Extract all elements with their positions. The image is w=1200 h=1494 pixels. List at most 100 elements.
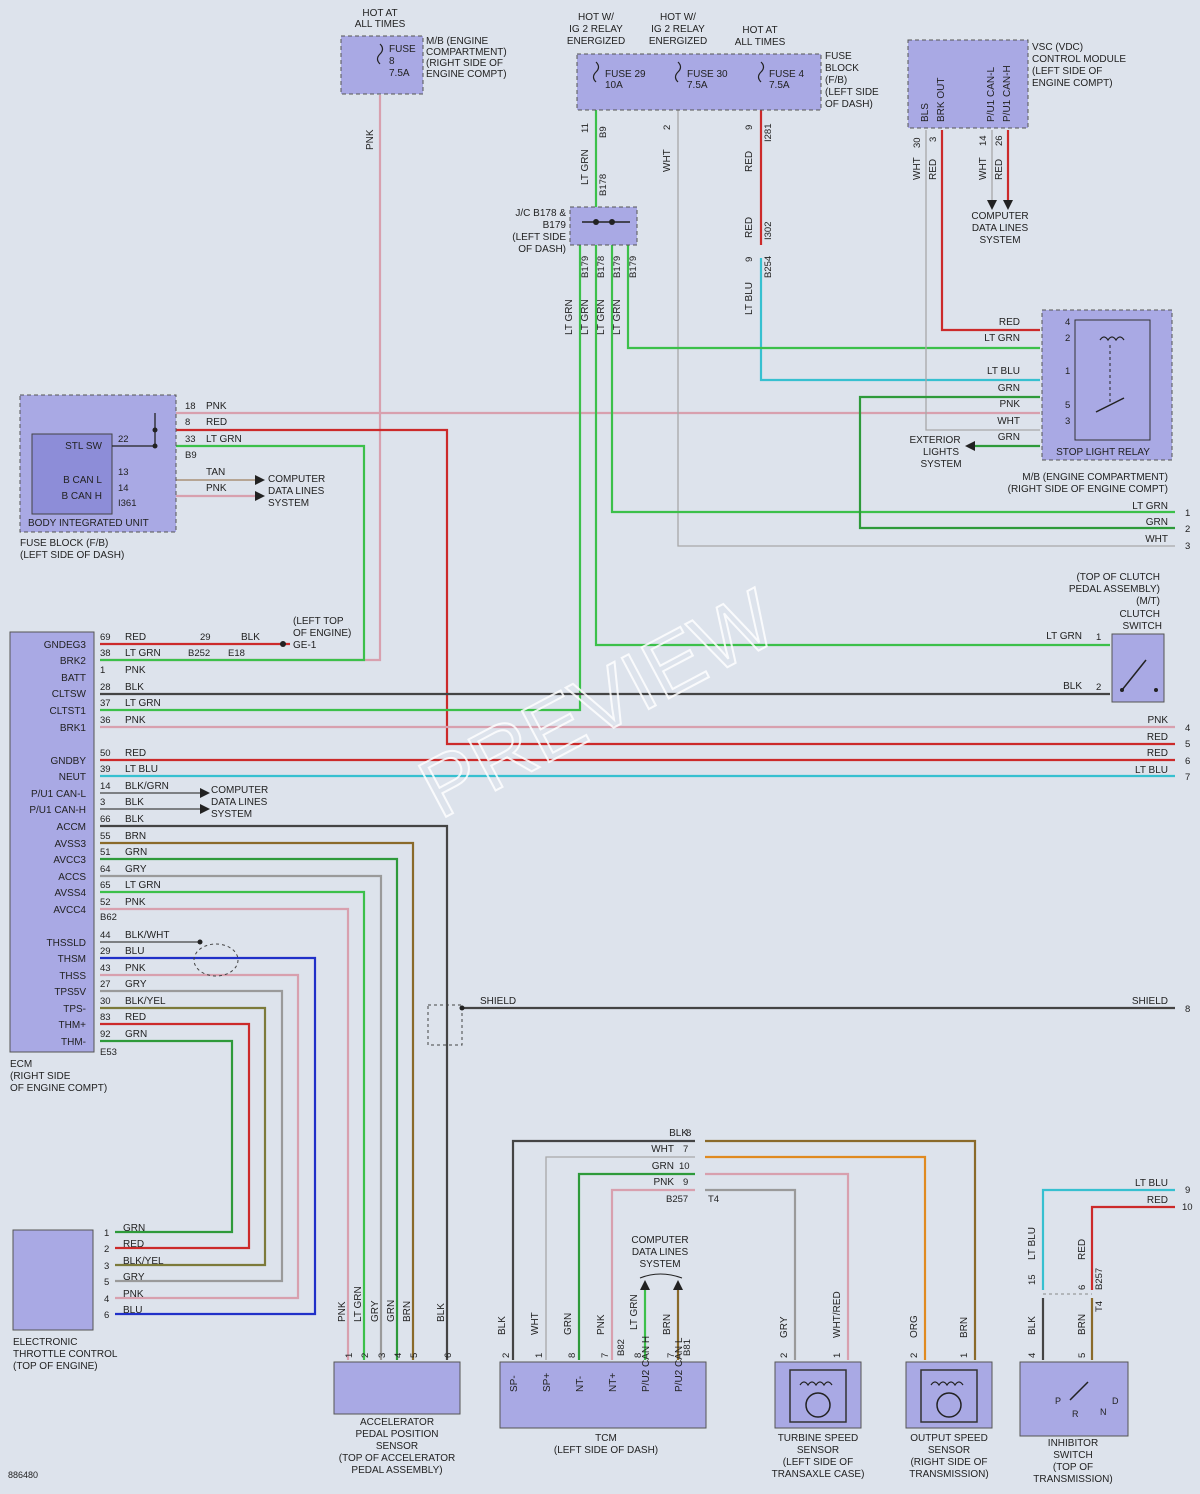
exterior-3: SYSTEM	[920, 459, 961, 470]
fb-conn-i281: I281	[763, 124, 774, 143]
vsc-pin-canl: P/U1 CAN-L	[986, 67, 997, 122]
inh-pin-5: 5	[1077, 1353, 1088, 1358]
clutch-desc-4: CLUTCH	[1119, 609, 1160, 620]
output-desc-2: SENSOR	[928, 1445, 970, 1456]
fb-desc-2: BLOCK	[825, 63, 859, 74]
ecm-pin-number: 52	[100, 897, 111, 908]
wire-red-ecm83	[100, 1022, 251, 1250]
wire-whtred-tcm-out	[705, 1172, 850, 1360]
edge-num-10: 10	[1182, 1202, 1193, 1213]
edge-num-1: 1	[1185, 508, 1190, 519]
output-wire-brn: BRN	[959, 1317, 970, 1338]
edge-wire-9: LT BLU	[1135, 1178, 1168, 1189]
bcm-arrow-1	[255, 475, 265, 485]
ecm-pin-name: AVCC4	[53, 905, 86, 916]
ecm-pin-number: 92	[100, 1029, 111, 1040]
inh-wire-red: RED	[1077, 1239, 1088, 1260]
inh-desc-3: (TOP OF	[1053, 1462, 1093, 1473]
ecm-pin-number: 55	[100, 831, 111, 842]
etc-pin-number: 1	[104, 1228, 109, 1239]
ecm-pin-wire: PNK	[125, 963, 146, 974]
wire-gry-ecm27	[100, 989, 284, 1283]
relay-wire-red: RED	[999, 317, 1020, 328]
wire-pnk-ecm43	[100, 973, 300, 1300]
relay-pin-1: 1	[1065, 366, 1070, 377]
fb-wire-red: RED	[744, 151, 755, 172]
fb-conn-i302: I302	[763, 222, 774, 241]
inh-wire-brn: BRN	[1077, 1314, 1088, 1335]
ecm-pin-name: GNDBY	[50, 756, 86, 767]
ecm-pin-name: GNDEG3	[44, 640, 87, 651]
mb-fuse-label-2: 8	[389, 56, 395, 67]
wires	[100, 95, 1175, 1360]
turbine-wire-gry: GRY	[779, 1316, 790, 1338]
ecm-wire-blk: BLK	[241, 632, 260, 643]
wire-gry-ecm64	[100, 874, 383, 1360]
wire-grn-ecm51	[100, 857, 399, 1360]
relay-wire-ltgrn: LT GRN	[984, 333, 1020, 344]
fb-wire-red-2: RED	[744, 217, 755, 238]
vsc-desc-1: VSC (VDC)	[1032, 42, 1083, 53]
ecm-desc-2: (RIGHT SIDE	[10, 1071, 71, 1082]
ecm-pin-number: 28	[100, 682, 111, 693]
etc-pin-wire: PNK	[123, 1289, 144, 1300]
wire-pnk-ecm52	[100, 907, 350, 1360]
jc-desc-4: OF DASH)	[518, 244, 566, 255]
ecm-pin-number: 83	[100, 1012, 111, 1023]
fb-pin-9: 9	[744, 125, 755, 130]
tcm-pin-name: NT-	[575, 1376, 586, 1392]
tcm-conn-b81: B81	[682, 1339, 693, 1356]
ecm-pin-list: GNDEG3BRK2BATTCLTSWCLTST1BRK1GNDBYNEUTP/…	[29, 632, 169, 1048]
ecm-pin-name: P/U1 CAN-L	[31, 789, 86, 800]
ecm-pin-number: 43	[100, 963, 111, 974]
ecm-pin-name: P/U1 CAN-H	[29, 805, 86, 816]
fb-wire-ltgrn: LT GRN	[580, 149, 591, 185]
ecm-pin-number: 51	[100, 847, 111, 858]
fb-desc-4: (LEFT SIDE	[825, 87, 879, 98]
apps-pin-wire: BRN	[402, 1301, 413, 1322]
etc-desc-3: (TOP OF ENGINE)	[13, 1361, 98, 1372]
ecm: GNDEG3BRK2BATTCLTSWCLTST1BRK1GNDBYNEUTP/…	[9, 616, 516, 1094]
inh-desc-2: SWITCH	[1053, 1450, 1092, 1461]
turbine-pin-1: 1	[832, 1353, 843, 1358]
ecm-pin-name: NEUT	[59, 772, 86, 783]
turbine-pin-2: 2	[779, 1353, 790, 1358]
wire-ltgrn-jc1	[100, 245, 582, 712]
output-desc-4: TRANSMISSION)	[909, 1469, 988, 1480]
edge-num-2: 2	[1185, 524, 1190, 535]
clutch-desc-5: SWITCH	[1123, 621, 1162, 632]
ecm-pin-wire: LT GRN	[125, 648, 161, 659]
ecm-cdls-2: DATA LINES	[211, 797, 268, 808]
ecm-cdls-3: SYSTEM	[211, 809, 252, 820]
jc-wire-3: LT GRN	[596, 299, 607, 335]
tcm-wire-pnk: PNK	[596, 1314, 607, 1335]
wire-red-inh	[1090, 1205, 1175, 1290]
apps-pin-number: 2	[360, 1353, 371, 1358]
ecm-pin-wire: BLU	[125, 946, 144, 957]
wire-pnk-mb-fuse	[100, 95, 382, 662]
apps-pin-number: 1	[344, 1353, 355, 1358]
junction-connector: J/C B178 & B179 (LEFT SIDE OF DASH) B179…	[512, 206, 639, 335]
ground-desc-1: (LEFT TOP	[293, 616, 344, 627]
ecm-pin-name: THSS	[59, 971, 86, 982]
ecm-conn-b62: B62	[100, 912, 117, 923]
edge-num-8: 8	[1185, 1004, 1190, 1015]
vsc-arrow-2	[1003, 200, 1013, 210]
tcm-top-8: 8	[686, 1128, 691, 1139]
ecm-pin-name: BATT	[61, 673, 86, 684]
fb-wire-wht: WHT	[662, 149, 673, 172]
wire-blkyel-ecm30	[100, 1006, 267, 1267]
tcm-top-pnk: PNK	[653, 1177, 674, 1188]
wire-grn-relay-1	[858, 395, 1175, 530]
jc-desc-2: B179	[543, 220, 567, 231]
vsc-pin-14: 14	[978, 135, 989, 146]
relay-wire-grn-2: GRN	[998, 432, 1020, 443]
apps-pin-wire: GRN	[386, 1300, 397, 1322]
tcm-wire-blk: BLK	[497, 1316, 508, 1335]
wire-brn-tcm-out	[705, 1139, 977, 1360]
vsc-wire-wht: WHT	[912, 157, 923, 180]
bcm-pin-stlsw: STL SW	[65, 441, 102, 452]
